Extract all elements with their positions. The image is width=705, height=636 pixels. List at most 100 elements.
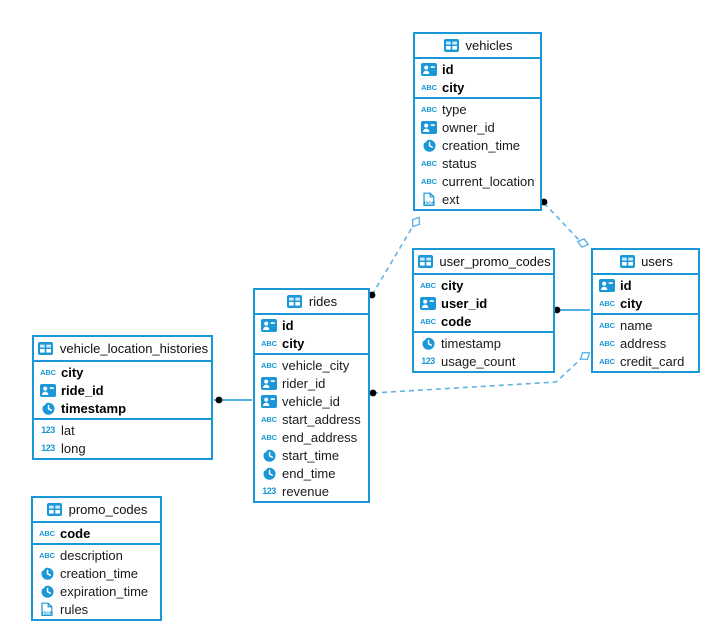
column-owner_id[interactable]: owner_id bbox=[415, 118, 540, 136]
json-type-icon: JSON bbox=[38, 602, 56, 617]
123-type-icon: 123 bbox=[41, 443, 55, 453]
table-header[interactable]: users bbox=[593, 250, 698, 275]
column-id[interactable]: id bbox=[415, 60, 540, 78]
table-title: rides bbox=[308, 294, 338, 309]
table-header[interactable]: vehicle_location_histories bbox=[34, 337, 211, 362]
column-name: status bbox=[442, 155, 477, 171]
column-long[interactable]: 123 long bbox=[34, 439, 211, 457]
column-name: user_id bbox=[441, 295, 488, 311]
column-name: city bbox=[620, 295, 643, 311]
column-id[interactable]: id bbox=[593, 276, 698, 294]
table-grid-icon bbox=[46, 503, 64, 516]
column-rider_id[interactable]: rider_id bbox=[255, 374, 368, 392]
column-ext[interactable]: JSON ext bbox=[415, 190, 540, 208]
abc-type-icon: ABC bbox=[421, 158, 437, 168]
column-id[interactable]: id bbox=[255, 316, 368, 334]
abc-type-icon: ABC bbox=[421, 104, 437, 114]
column-name: id bbox=[620, 277, 632, 293]
relation-dot-end bbox=[215, 396, 223, 404]
123-type-icon: 123 bbox=[41, 425, 55, 435]
column-name: city bbox=[441, 277, 464, 293]
column-vehicle_id[interactable]: vehicle_id bbox=[255, 392, 368, 410]
column-name: city bbox=[61, 364, 84, 380]
table-grid-icon bbox=[37, 342, 55, 355]
column-name: rules bbox=[60, 601, 89, 617]
primary-key-section: ABC code bbox=[33, 523, 160, 545]
column-timestamp[interactable]: timestamp bbox=[414, 334, 553, 352]
table-grid-icon bbox=[618, 255, 636, 268]
json-type-icon: JSON bbox=[420, 192, 438, 207]
column-name: credit_card bbox=[620, 353, 685, 369]
table-grid-icon bbox=[416, 255, 434, 268]
column-name: ext bbox=[442, 191, 460, 207]
column-name: timestamp bbox=[61, 400, 127, 416]
column-code[interactable]: ABC code bbox=[33, 524, 160, 542]
column-name: id bbox=[442, 61, 454, 77]
abc-type-icon: ABC bbox=[421, 82, 437, 92]
abc-type-icon: ABC bbox=[420, 316, 436, 326]
column-name: end_time bbox=[282, 465, 336, 481]
clock-type-icon bbox=[420, 138, 438, 153]
clock-type-icon bbox=[38, 566, 56, 581]
relation-vehicles-users bbox=[540, 198, 590, 248]
person-badge-icon bbox=[260, 394, 278, 408]
abc-type-icon: ABC bbox=[420, 280, 436, 290]
relation-diamond-end bbox=[411, 216, 421, 228]
clock-type-icon bbox=[260, 448, 278, 463]
abc-type-icon: ABC bbox=[39, 528, 55, 538]
column-start_time[interactable]: start_time bbox=[255, 446, 368, 464]
column-name: timestamp bbox=[441, 335, 501, 351]
table-header[interactable]: user_promo_codes bbox=[414, 250, 553, 275]
column-creation_time[interactable]: creation_time bbox=[415, 136, 540, 154]
table-header[interactable]: vehicles bbox=[415, 34, 540, 59]
table-header[interactable]: promo_codes bbox=[33, 498, 160, 523]
abc-type-icon: ABC bbox=[261, 414, 277, 424]
column-name: code bbox=[60, 525, 91, 541]
abc-type-icon: ABC bbox=[261, 338, 277, 348]
abc-type-icon: ABC bbox=[39, 550, 55, 560]
column-city[interactable]: ABC city bbox=[414, 276, 553, 294]
column-ride_id[interactable]: ride_id bbox=[34, 381, 211, 399]
column-timestamp[interactable]: timestamp bbox=[34, 399, 211, 417]
column-end_time[interactable]: end_time bbox=[255, 464, 368, 482]
column-status[interactable]: ABC status bbox=[415, 154, 540, 172]
table-header[interactable]: rides bbox=[255, 290, 368, 315]
column-name: long bbox=[61, 440, 86, 456]
relation-dot-end bbox=[369, 389, 377, 397]
svg-text:JSON: JSON bbox=[423, 200, 435, 205]
column-expiration_time[interactable]: expiration_time bbox=[33, 582, 160, 600]
relation-vehicle_location_histories-rides bbox=[214, 396, 252, 404]
column-creation_time[interactable]: creation_time bbox=[33, 564, 160, 582]
column-user_id[interactable]: user_id bbox=[414, 294, 553, 312]
column-name: ride_id bbox=[61, 382, 104, 398]
table-grid-icon bbox=[286, 295, 304, 308]
column-rules[interactable]: JSON rules bbox=[33, 600, 160, 618]
